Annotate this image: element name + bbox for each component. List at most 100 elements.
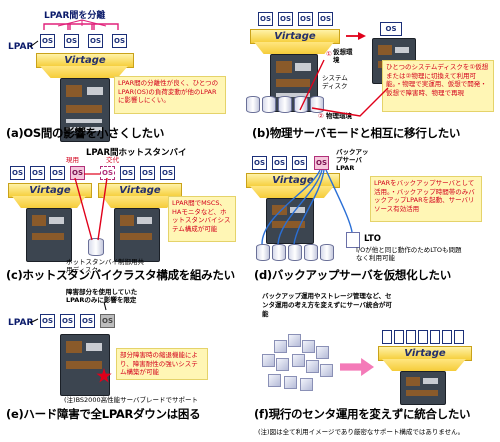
- server-cube-icon: [292, 354, 305, 367]
- os-box-active: OS: [70, 166, 85, 180]
- marker-2: ②: [318, 112, 324, 120]
- panel-c-alt-label: 交代: [106, 156, 119, 164]
- blade-server: [60, 334, 110, 396]
- os-box: OS: [160, 166, 175, 180]
- lpar-pointer: [29, 40, 39, 48]
- os-box: OS: [258, 12, 273, 26]
- lto-path: [325, 169, 353, 233]
- standby-path: [74, 177, 108, 241]
- panel-b-system-disk-label: システムディスク: [322, 74, 348, 90]
- marker-1: ①: [326, 50, 332, 58]
- os-box: [454, 330, 464, 344]
- switch-arrow-head: [358, 32, 366, 40]
- disk-icon: [246, 96, 260, 113]
- os-box: OS: [112, 34, 127, 48]
- os-box: OS: [140, 166, 155, 180]
- panel-d-note: LPARをバックアップサーバとして活用。・バックアップ時間帯のみバックアップLP…: [370, 176, 482, 222]
- lpar-pointer: [29, 318, 39, 324]
- virtage-funnel: [102, 196, 176, 208]
- panel-d-lto-note: I/Oが他と同じ動作のためLTOも問題なく利用可能: [356, 246, 462, 262]
- blade-server: [60, 78, 110, 142]
- blade-server: [266, 198, 314, 244]
- server-cube-icon: [320, 364, 333, 377]
- disk-icon: [278, 96, 292, 113]
- blade-server: [26, 208, 72, 262]
- physical-path: [311, 87, 389, 117]
- server-cube-icon: [284, 376, 297, 389]
- panel-d-backup-label: バックアップサーバLPAR: [336, 148, 369, 172]
- disk-icon: [288, 244, 302, 261]
- os-box: OS: [10, 166, 25, 180]
- server-cube-icon: [316, 346, 329, 359]
- disk-icon: [320, 244, 334, 261]
- os-box: OS: [64, 34, 79, 48]
- os-box: OS: [120, 166, 135, 180]
- lto-icon: [346, 232, 360, 248]
- server-cube-icon: [276, 358, 289, 371]
- panel-f-note: バックアップ運用やストレージ管理など、センタ運用の考え方を変えずにサーバ統合が可…: [262, 292, 392, 318]
- server-cube-icon: [300, 378, 313, 391]
- server-cube-icon: [268, 374, 281, 387]
- server-cube-icon: [288, 334, 301, 347]
- virtual-path: [299, 59, 325, 111]
- separation-bracket: [43, 23, 119, 30]
- panel-c-note: LPAR間でMSCS、HAモニタなど、ホットスタンバイシステム構成が可能: [168, 196, 236, 242]
- panel-f-caption: (f)現行のセンタ運用を変えずに統合したい: [254, 407, 471, 421]
- os-box: OS: [380, 22, 402, 36]
- panel-b-virtual-label: 仮想環境: [333, 48, 353, 64]
- panel-c-disk-label: ホットスタンバイ制御用共用ディスク: [66, 258, 144, 274]
- server-cube-icon: [306, 360, 319, 373]
- os-box: OS: [60, 314, 75, 328]
- os-box-backup: OS: [314, 156, 329, 170]
- virtage-funnel: [254, 42, 334, 54]
- os-box: OS: [292, 156, 307, 170]
- panel-e-top-note: 障害部分を使用していたLPARのみに影響を限定: [66, 288, 138, 304]
- os-box: [430, 330, 440, 344]
- os-box-failed: OS: [100, 314, 115, 328]
- virtage-funnel: [382, 359, 466, 371]
- panel-b-caption: (b)物理サーバモードと相互に移行したい: [252, 126, 461, 140]
- os-box: [382, 330, 392, 344]
- server-cube-icon: [274, 340, 287, 353]
- server-cube-icon: [262, 354, 275, 367]
- os-box: OS: [40, 314, 55, 328]
- os-box: [442, 330, 452, 344]
- backup-path: [261, 169, 321, 245]
- os-box: OS: [30, 166, 45, 180]
- os-box: OS: [252, 156, 267, 170]
- blade-server: [114, 208, 160, 262]
- shared-disk-icon: [88, 238, 104, 256]
- os-box: OS: [318, 12, 333, 26]
- panel-c-current-label: 現用: [66, 156, 79, 164]
- virtage-funnel: [12, 196, 86, 208]
- disk-icon: [304, 244, 318, 261]
- os-box: [418, 330, 428, 344]
- panel-a-caption: (a)OS間の影響を小さくしたい: [6, 126, 165, 140]
- virtage-funnel: [40, 66, 128, 78]
- os-box: OS: [272, 156, 287, 170]
- panel-e-caption: (e)ハード障害で全LPARダウンは困る: [6, 407, 201, 421]
- panel-b-note: ひとつのシステムディスクを①仮想または②物理に切換えて利用可能。・物理で実運用、…: [382, 60, 494, 112]
- blade-server: [400, 371, 446, 405]
- panel-e-lpar-label: LPAR: [8, 318, 34, 328]
- disk-icon: [272, 244, 286, 261]
- panel-e-footnote: (注)BS2000高性能サーバブレードでサポート: [64, 396, 199, 404]
- backup-path: [293, 169, 325, 245]
- os-box: OS: [40, 34, 55, 48]
- panel-c-caption: (c)ホットスタンバイクラスタ構成を組みたい: [6, 268, 235, 282]
- os-box-standby: OS: [100, 166, 115, 180]
- panel-c-top-label: LPAR間ホットスタンバイ: [86, 148, 187, 158]
- backup-path: [277, 169, 323, 245]
- failed-pointer: [103, 301, 107, 311]
- disk-icon: [256, 244, 270, 261]
- panel-e-note: 部分障害時の縮退機能により、障害耐性の強いシステム構築が可能: [116, 348, 208, 380]
- server-cube-icon: [302, 340, 315, 353]
- panel-a-top-label: LPAR間を分離: [44, 11, 106, 21]
- footer-note: (注)図は全て利用イメージであり厳密なサポート構成ではありません。: [258, 428, 465, 436]
- panel-d-lto: LTO: [364, 234, 382, 244]
- os-box: OS: [50, 166, 65, 180]
- disk-icon: [262, 96, 276, 113]
- os-box: OS: [278, 12, 293, 26]
- os-box: OS: [88, 34, 103, 48]
